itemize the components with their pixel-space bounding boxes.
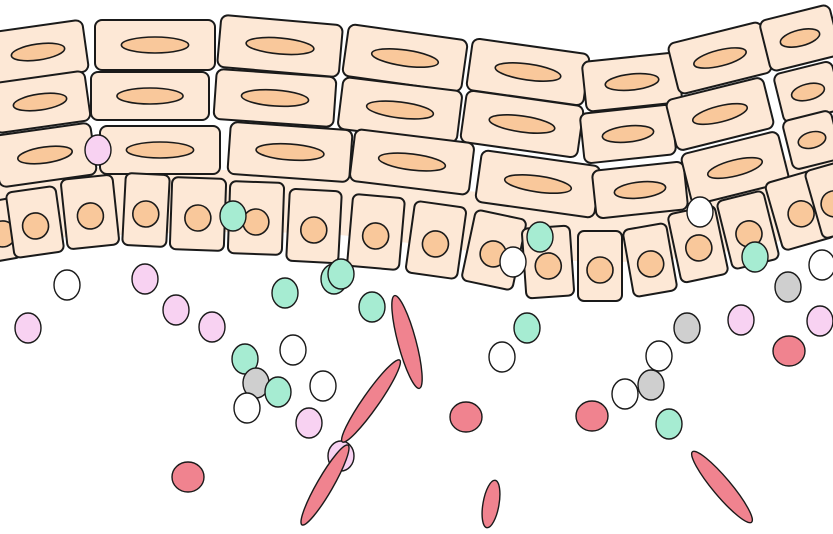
flattened-cell xyxy=(213,69,336,127)
pink-lymphocyte xyxy=(199,312,225,342)
white-lymphocyte xyxy=(54,270,80,300)
green-lymphocyte xyxy=(514,313,540,343)
pink-lymphocyte xyxy=(296,408,322,438)
columnar-cell xyxy=(122,173,170,247)
green-lymphocyte xyxy=(272,278,298,308)
pink-lymphocyte xyxy=(163,295,189,325)
flattened-cell xyxy=(217,15,343,77)
columnar-cell xyxy=(347,194,405,270)
red-blood-cell xyxy=(450,402,482,432)
pink-lymphocyte xyxy=(15,313,41,343)
nucleus xyxy=(117,88,183,104)
green-lymphocyte xyxy=(527,222,553,252)
white-lymphocyte xyxy=(310,371,336,401)
white-lymphocyte xyxy=(687,197,713,227)
nucleus xyxy=(534,252,562,280)
green-lymphocyte xyxy=(265,377,291,407)
red-blood-cell xyxy=(576,401,608,431)
green-lymphocyte xyxy=(742,242,768,272)
flattened-cell xyxy=(592,161,689,218)
flattened-cell xyxy=(100,126,220,174)
pink-lymphocyte xyxy=(807,306,833,336)
nucleus xyxy=(587,257,613,283)
white-lymphocyte xyxy=(809,250,833,280)
white-lymphocyte xyxy=(234,393,260,423)
grey-lymphocyte xyxy=(775,272,801,302)
columnar-cell xyxy=(405,201,467,280)
nucleus xyxy=(242,209,269,236)
columnar-cell xyxy=(60,174,119,249)
columnar-cell xyxy=(578,231,622,301)
flattened-cell xyxy=(91,72,209,120)
flattened-cell xyxy=(227,122,352,182)
nucleus xyxy=(126,142,193,158)
columnar-cell xyxy=(170,177,226,251)
white-lymphocyte xyxy=(500,247,526,277)
white-lymphocyte xyxy=(280,335,306,365)
green-lymphocyte xyxy=(220,201,246,231)
white-lymphocyte xyxy=(646,341,672,371)
nucleus xyxy=(300,216,327,243)
columnar-cell xyxy=(6,186,65,258)
white-lymphocyte xyxy=(489,342,515,372)
red-blood-cell xyxy=(773,336,805,366)
pink-lymphocyte xyxy=(132,264,158,294)
grey-lymphocyte xyxy=(674,313,700,343)
pink-lymphocyte xyxy=(85,135,111,165)
red-blood-cell xyxy=(172,462,204,492)
nucleus xyxy=(132,200,159,227)
grey-lymphocyte xyxy=(638,370,664,400)
green-lymphocyte xyxy=(656,409,682,439)
flattened-cell xyxy=(95,20,215,70)
white-lymphocyte xyxy=(612,379,638,409)
flattened-cell xyxy=(580,104,677,163)
green-lymphocyte xyxy=(328,259,354,289)
green-lymphocyte xyxy=(359,292,385,322)
nucleus xyxy=(184,205,211,232)
columnar-cell xyxy=(286,189,342,264)
nucleus xyxy=(121,37,188,53)
pink-lymphocyte xyxy=(728,305,754,335)
